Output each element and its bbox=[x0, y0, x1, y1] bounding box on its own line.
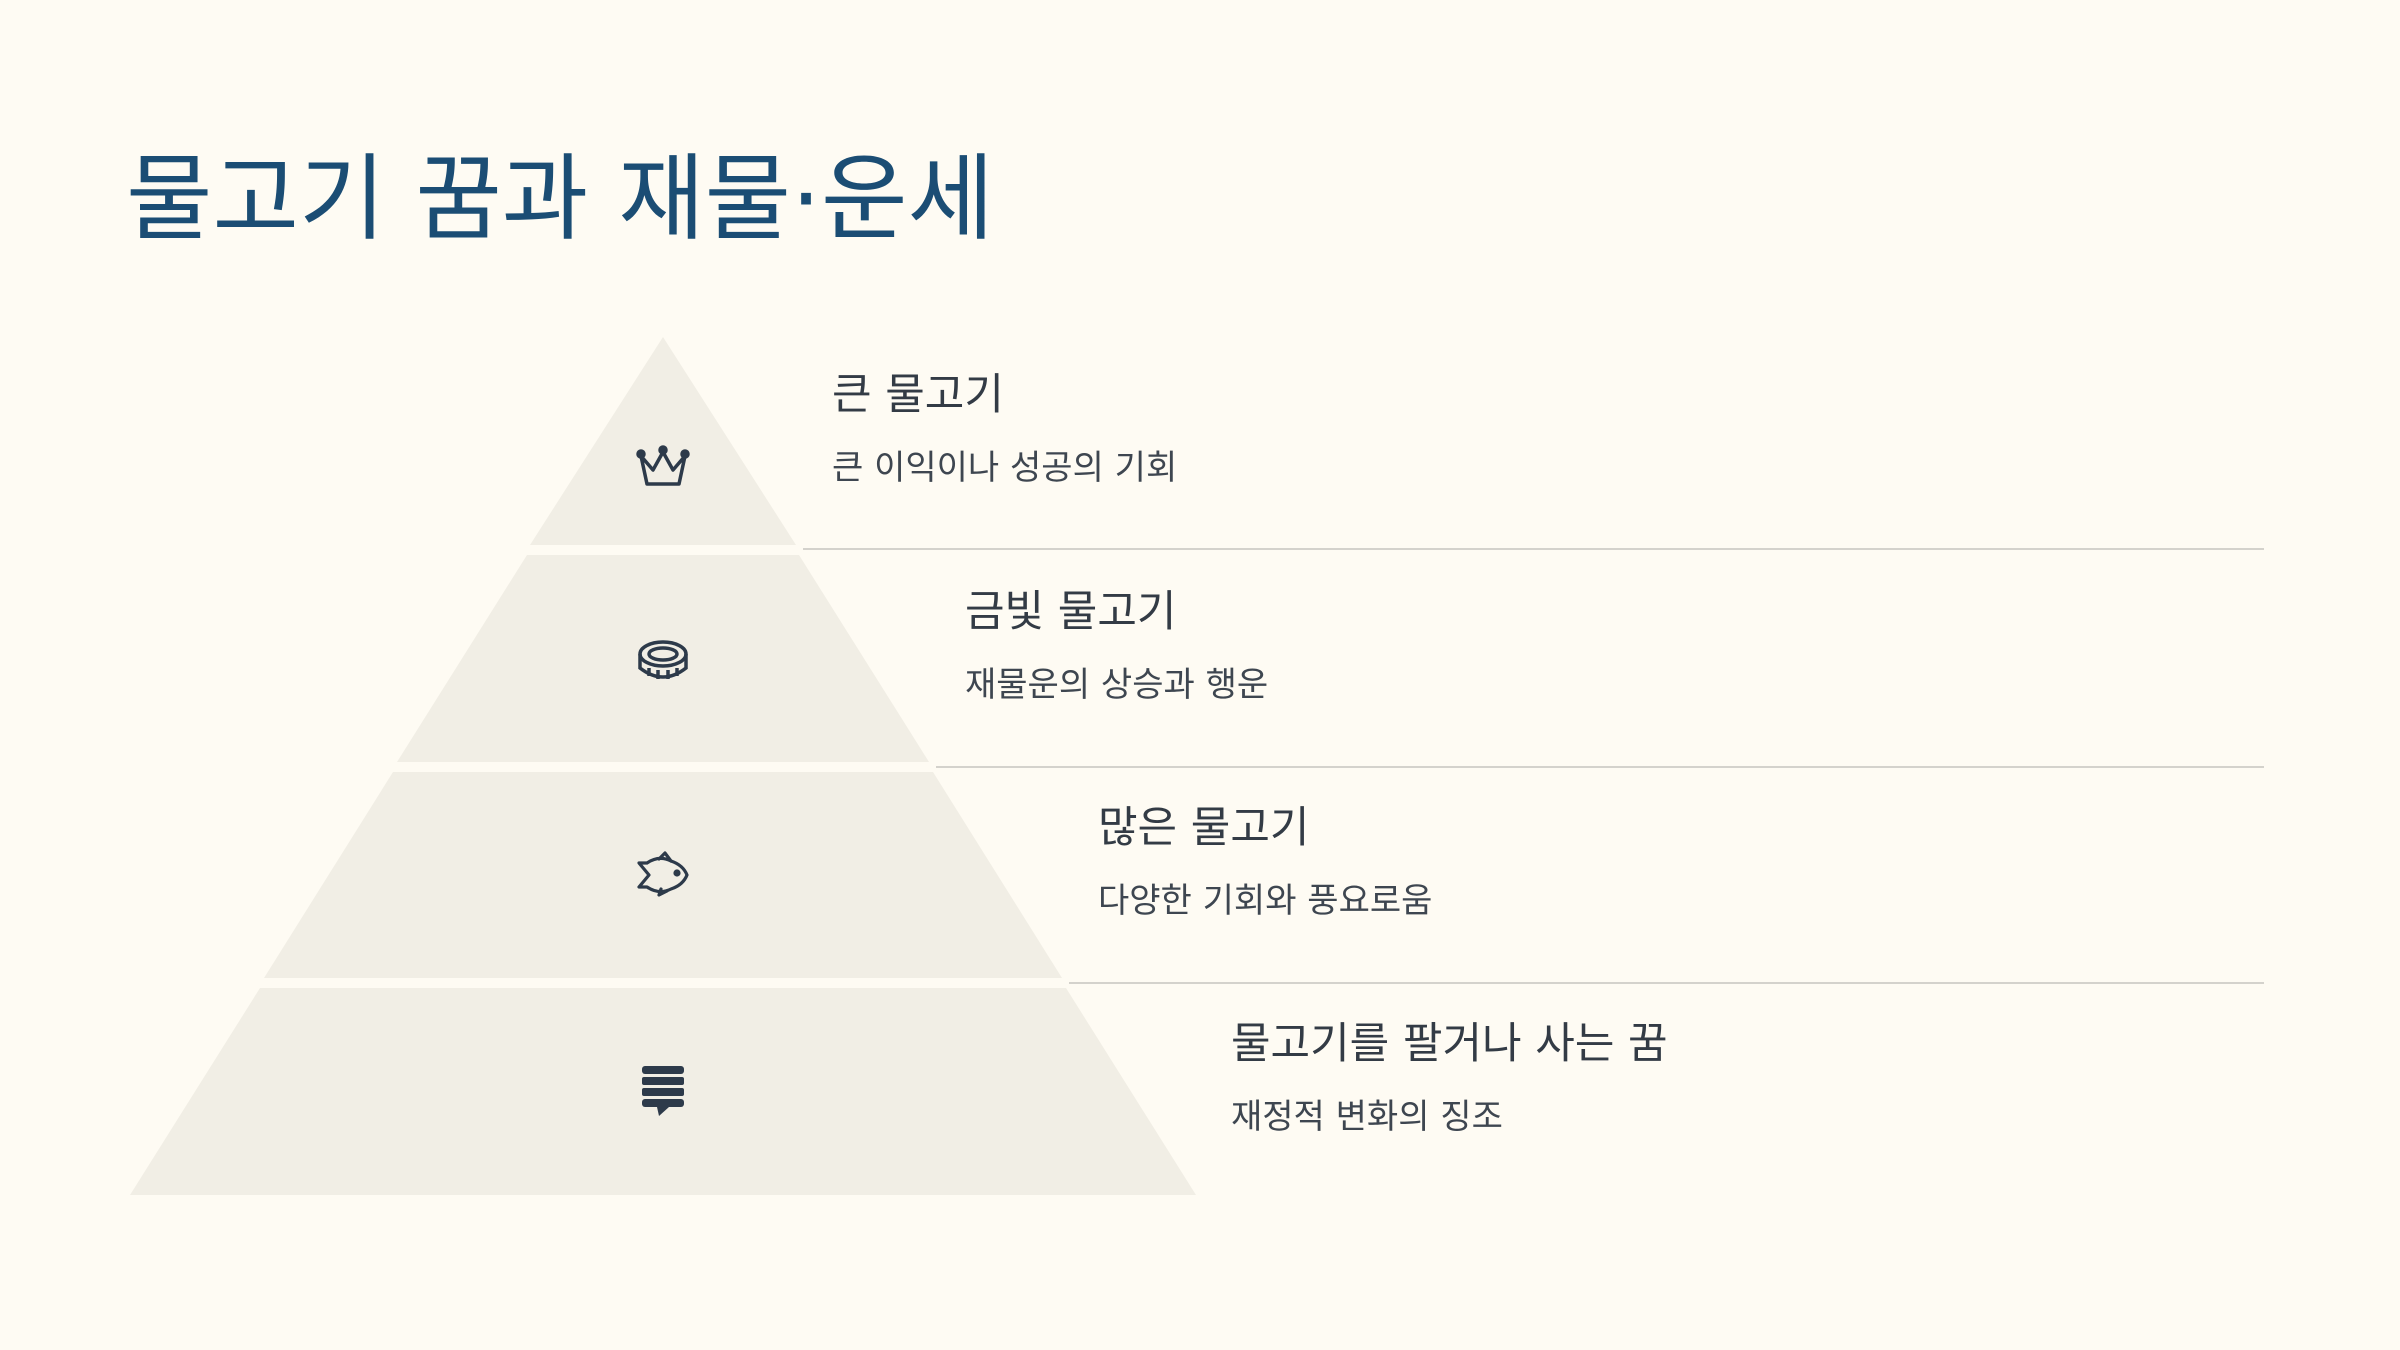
tier-4-title: 물고기를 팔거나 사는 꿈 bbox=[1231, 1019, 1668, 1069]
tier-3-description: 다양한 기회와 풍요로움 bbox=[1098, 880, 1433, 921]
page-title: 물고기 꿈과 재물·운세 bbox=[126, 145, 994, 254]
tier-4-text: 물고기를 팔거나 사는 꿈 재정적 변화의 징조 bbox=[1231, 1019, 1668, 1137]
crown-icon bbox=[636, 445, 690, 486]
fish-icon bbox=[637, 851, 689, 897]
tier-2-description: 재물운의 상승과 행운 bbox=[965, 664, 1269, 705]
tier-3-text: 많은 물고기 다양한 기회와 풍요로움 bbox=[1098, 803, 1432, 921]
message-icon bbox=[642, 1066, 684, 1116]
tier-1-description: 큰 이익이나 성공의 기회 bbox=[832, 447, 1178, 488]
tier-4-description: 재정적 변화의 징조 bbox=[1231, 1096, 1503, 1137]
tier-3-title: 많은 물고기 bbox=[1098, 803, 1310, 853]
pyramid-tier-3 bbox=[264, 772, 1062, 978]
coin-icon bbox=[638, 640, 688, 679]
pyramid-tier-1 bbox=[530, 337, 796, 545]
tier-1-text: 큰 물고기 큰 이익이나 성공의 기회 bbox=[832, 370, 1177, 488]
tier-2-title: 금빛 물고기 bbox=[965, 587, 1177, 637]
tier-2-text: 금빛 물고기 재물운의 상승과 행운 bbox=[965, 587, 1268, 705]
tier-1-title: 큰 물고기 bbox=[832, 370, 1004, 420]
